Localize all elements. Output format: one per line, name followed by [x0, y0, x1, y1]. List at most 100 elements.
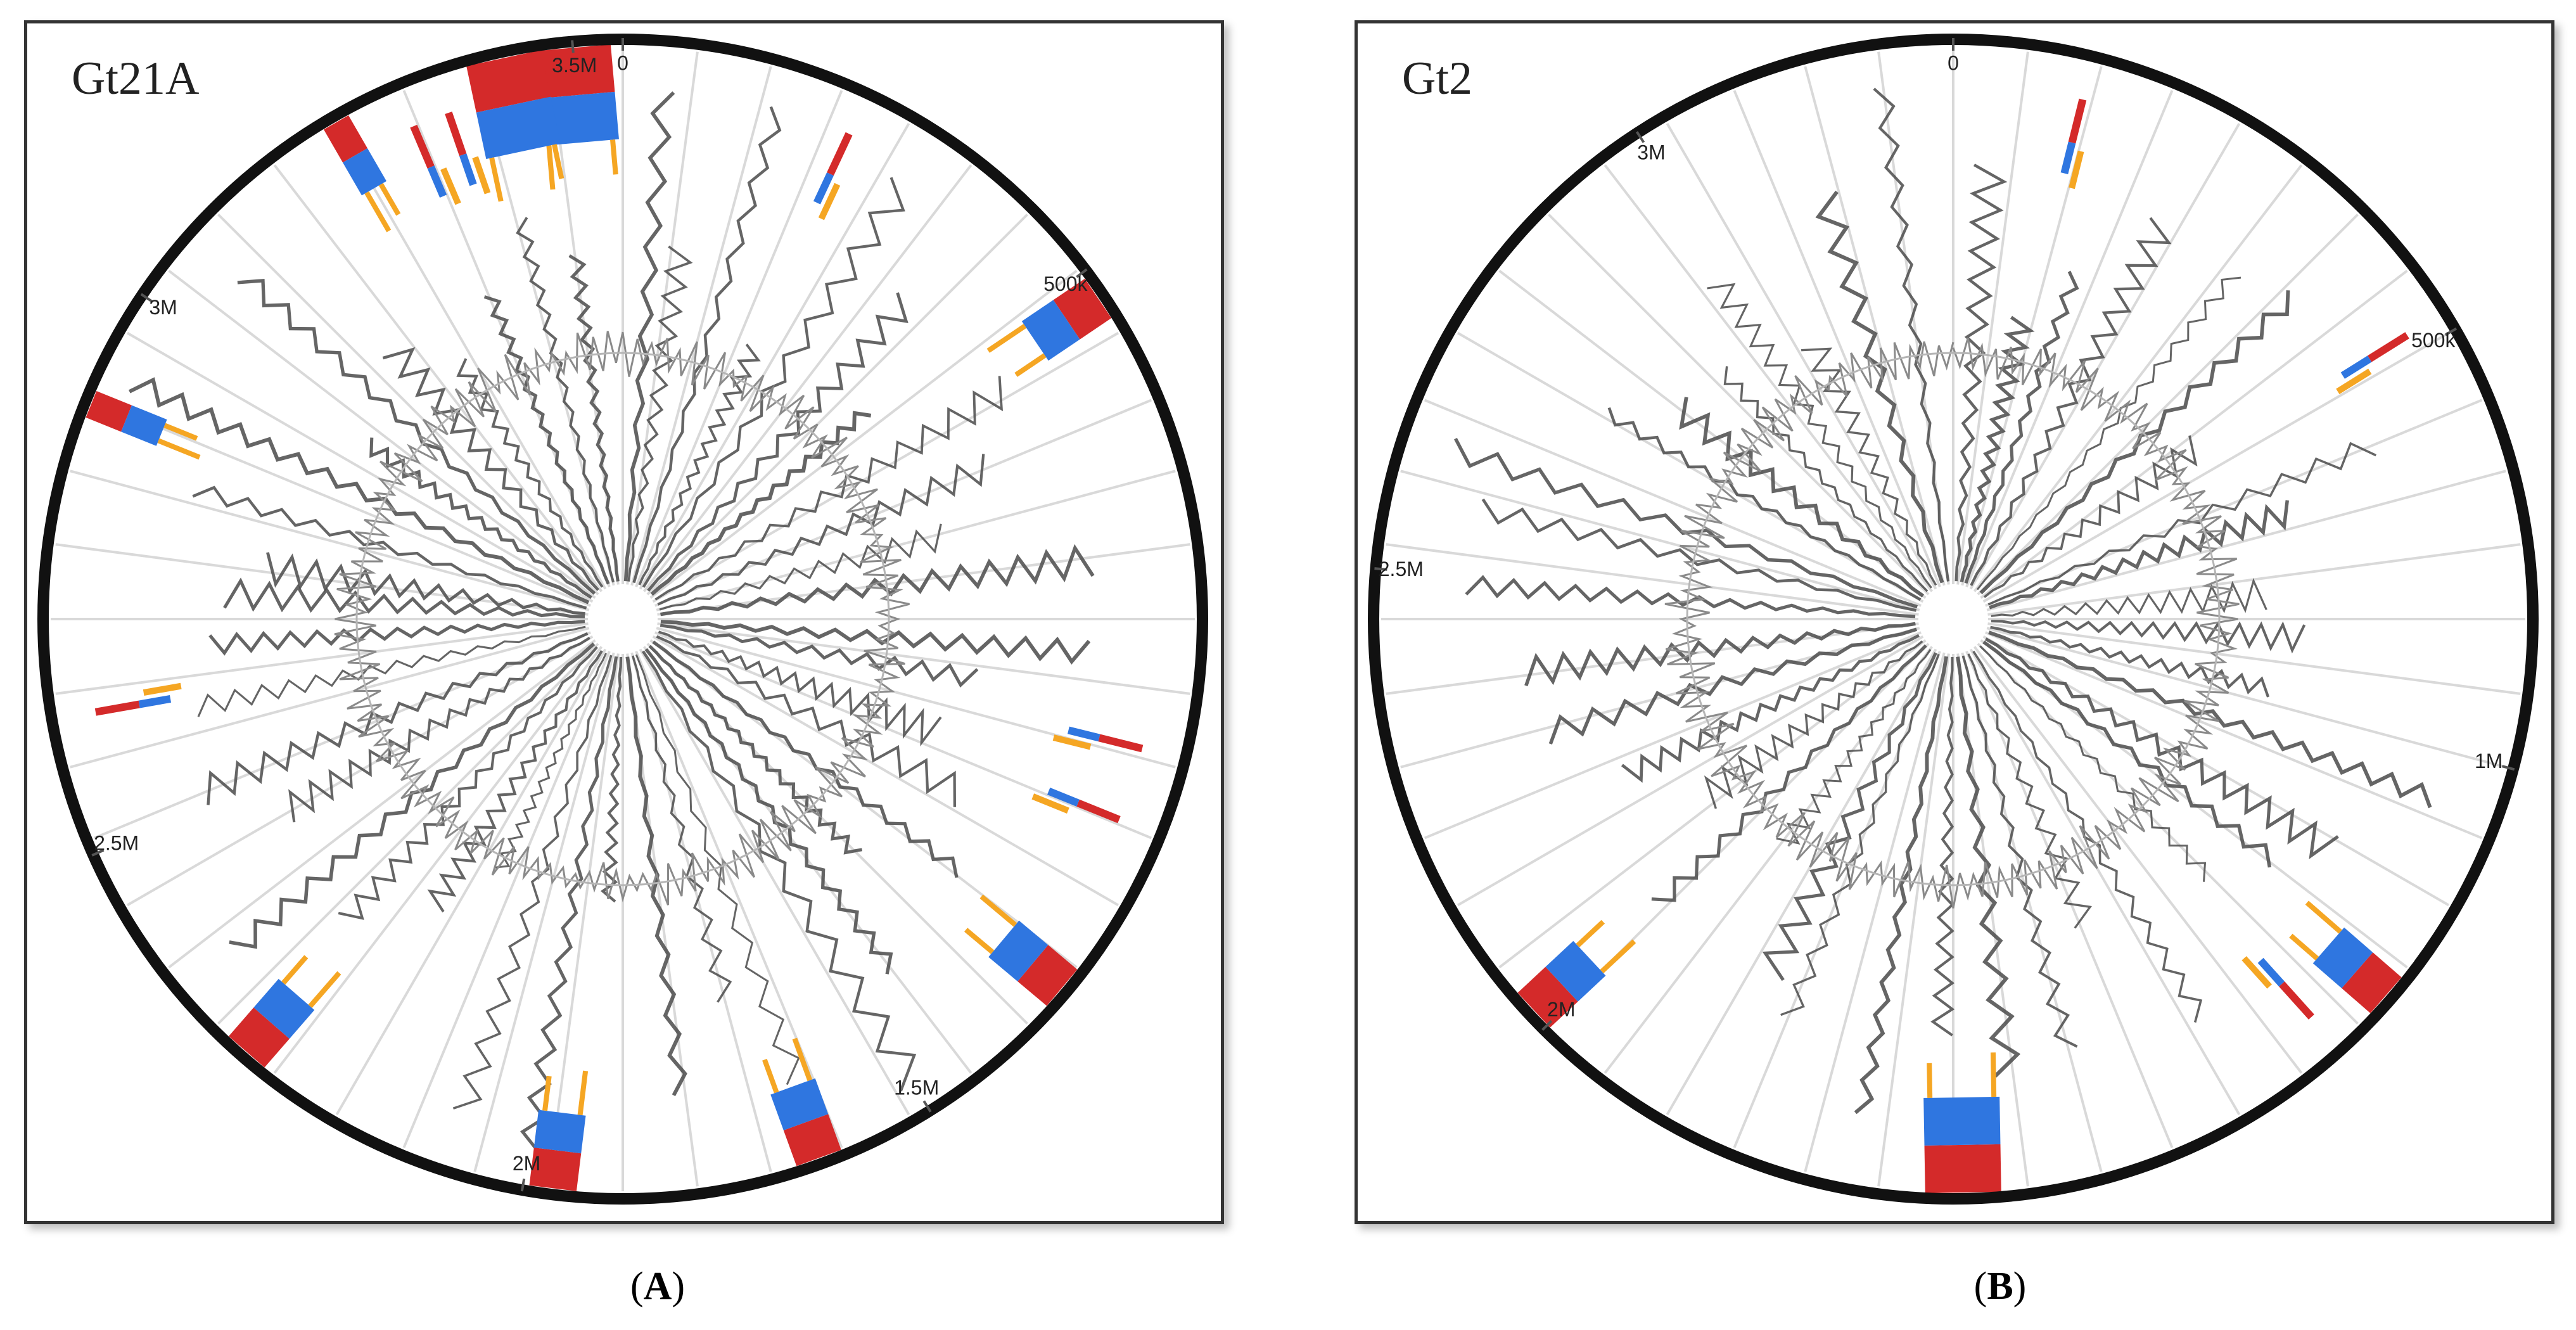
feature-orange-bar	[364, 191, 392, 233]
spoke-line	[1980, 269, 2408, 599]
zigzag-line	[1987, 442, 2377, 606]
center-hole	[1925, 591, 1982, 648]
zigzag-line	[1723, 366, 1929, 592]
zigzag-line	[237, 279, 596, 595]
zigzag-line	[1780, 653, 1940, 1016]
zigzag-line	[632, 655, 732, 1003]
feature-red-block	[529, 1148, 582, 1191]
spoke-line	[1804, 66, 1946, 586]
feature-group	[86, 44, 1144, 1191]
zigzag-line	[1873, 87, 1950, 582]
zigzag-line	[207, 632, 589, 805]
spoke-line	[1666, 122, 1937, 590]
zigzag-line	[650, 411, 872, 596]
zigzag-line	[382, 347, 599, 591]
feature-red-bar	[1098, 734, 1144, 753]
zigzag-line	[338, 646, 598, 920]
feature-group	[1517, 98, 2409, 1193]
spoke-line	[1498, 269, 1927, 599]
zigzag-line	[483, 295, 610, 585]
zigzag-line	[1454, 438, 1918, 609]
feature-red-block	[2342, 952, 2402, 1014]
zigzag-line	[1854, 656, 1949, 1115]
scale-tick-label: 3.5M	[552, 54, 597, 77]
zigzag-line	[660, 623, 979, 688]
scale-tick	[922, 1100, 932, 1113]
feature-blue-bar	[813, 172, 834, 205]
feature-orange-bar	[792, 1037, 813, 1082]
feature-red-block	[1517, 966, 1578, 1028]
scale-tick	[1635, 131, 1645, 143]
spoke-line	[217, 214, 599, 596]
genomic-feature-block	[535, 44, 619, 190]
feature-red-block	[783, 1114, 841, 1167]
feature-orange-bar	[1576, 919, 1605, 948]
feature-blue-block	[1545, 940, 1606, 1002]
spoke-line	[70, 470, 590, 611]
feature-red-bar	[94, 700, 140, 716]
zigzag-line	[1815, 190, 1944, 584]
zigzag-line	[635, 654, 800, 1085]
spoke-line	[657, 543, 1190, 616]
zigzag-line	[128, 377, 590, 604]
spoke-line	[547, 653, 620, 1187]
zigzag-lines	[1454, 87, 2432, 1115]
feature-blue-bar	[1068, 726, 1100, 742]
spoke-line	[1973, 646, 2303, 1074]
spoke-line	[168, 639, 596, 969]
spoke-line	[1604, 164, 1934, 592]
zigzag-line	[647, 292, 909, 592]
zigzag-line	[568, 254, 620, 582]
feature-orange-bar	[440, 167, 461, 205]
zigzag-line	[638, 343, 761, 585]
zigzag-line	[1679, 397, 1925, 598]
zigzag-line	[1524, 622, 1916, 687]
spoke-line	[93, 399, 591, 607]
zigzag-line	[1982, 640, 2272, 868]
feature-orange-bar	[964, 928, 995, 954]
spoke-line	[70, 627, 590, 769]
spoke-line	[635, 651, 843, 1149]
panel-title: Gt2	[1402, 53, 1472, 105]
feature-blue-bar	[427, 165, 447, 198]
spoke-line	[635, 89, 843, 587]
feature-orange-bar	[577, 1070, 589, 1116]
scale-tick	[1374, 567, 1387, 571]
feature-red-block	[324, 115, 367, 163]
feature-red-bar	[2368, 332, 2409, 362]
spoke-line	[1386, 543, 1919, 616]
spoke-line	[1986, 627, 2506, 769]
spoke-line	[1666, 648, 1937, 1116]
zigzag-line	[1967, 653, 2092, 929]
zigzag-line	[288, 636, 590, 822]
scale-tick-label: 2M	[513, 1152, 540, 1175]
spoke-line	[1733, 89, 1941, 587]
feature-red-bar	[445, 112, 467, 157]
spoke-line	[1987, 622, 2521, 695]
scale-tick	[2444, 327, 2458, 336]
zigzag-line	[197, 625, 586, 717]
zigzag-line	[266, 552, 585, 615]
genomic-feature-block	[2289, 900, 2402, 1014]
feature-orange-bar	[157, 438, 201, 460]
feature-orange-bar	[163, 423, 198, 441]
spoke-line	[1982, 635, 2450, 907]
spoke-line	[1969, 648, 2241, 1116]
spoke-line	[1982, 331, 2450, 603]
scale-tick	[1541, 1020, 1553, 1031]
zigzag-line	[648, 644, 863, 855]
spoke-line	[1965, 651, 2174, 1149]
spoke-line	[402, 651, 611, 1149]
zigzag-line	[652, 640, 959, 878]
zigzag-line	[1607, 407, 1922, 601]
spoke-line	[55, 622, 589, 695]
feature-blue-block	[533, 1109, 586, 1154]
genomic-feature-bar	[1031, 788, 1121, 824]
scale-tick-label: 2.5M	[94, 831, 139, 854]
feature-orange-bar	[979, 894, 1017, 927]
feature-blue-block	[253, 978, 315, 1039]
spoke-line	[649, 269, 1078, 599]
genomic-feature-block	[466, 50, 564, 202]
feature-blue-bar	[1047, 788, 1080, 807]
zigzag-line	[1988, 630, 2432, 809]
